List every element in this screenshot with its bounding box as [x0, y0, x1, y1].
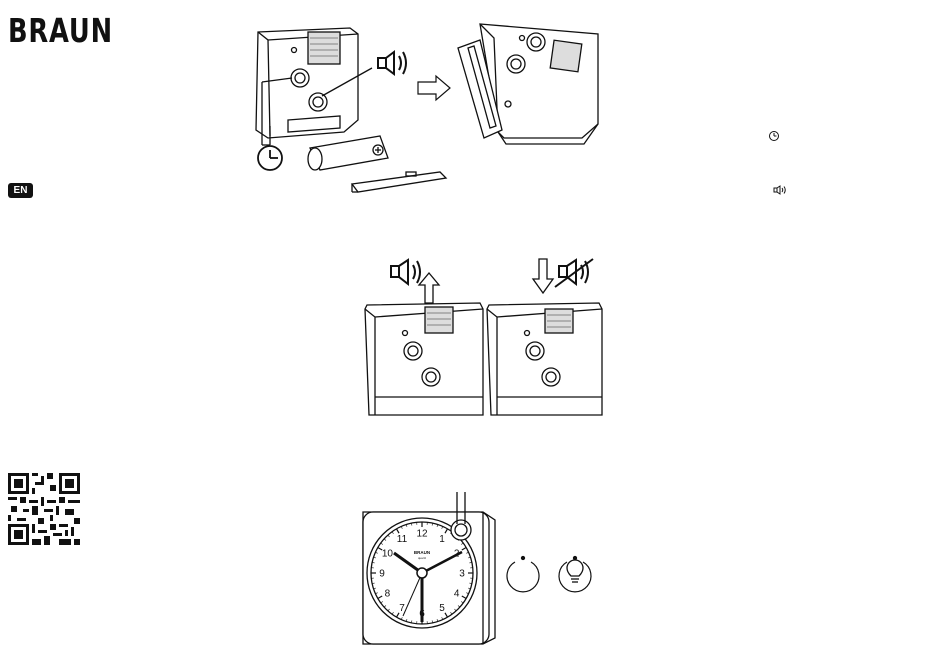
- battery-icon: [308, 136, 388, 170]
- clock-numeral: 4: [454, 589, 460, 600]
- clock-numeral: 10: [382, 549, 394, 560]
- figure-battery-insertion: [240, 20, 620, 200]
- speaker-muted-icon: [555, 259, 593, 287]
- clock-numeral: 1: [439, 534, 445, 545]
- clock-numeral: 12: [416, 529, 428, 540]
- clock-alarm-off: [487, 303, 602, 415]
- qr-code: [8, 473, 80, 545]
- clock-face-subtext: quartz: [418, 556, 427, 560]
- arrow-up-icon: [419, 273, 439, 303]
- clock-open-view: [458, 24, 598, 144]
- clock-numeral: 9: [379, 569, 385, 580]
- clock-back-view: [256, 28, 372, 145]
- speaker-icon: [378, 52, 406, 74]
- clock-icon: [258, 146, 282, 170]
- battery-cover: [352, 172, 446, 192]
- clock-numeral: 8: [385, 589, 391, 600]
- clock-icon-small: [768, 130, 780, 142]
- arrow-down-icon: [533, 259, 553, 293]
- arrow-right-icon: [418, 76, 450, 100]
- clock-numeral: 3: [459, 569, 465, 580]
- clock-alarm-on: [365, 303, 483, 415]
- language-badge: EN: [8, 183, 33, 198]
- speaker-icon-small: [773, 184, 789, 196]
- figure-alarm-switch: [355, 255, 615, 425]
- light-bulb-icon: [559, 557, 591, 592]
- clock-numeral: 11: [397, 534, 408, 545]
- speaker-icon: [391, 260, 420, 284]
- clock-face-brand: BRAUN: [414, 550, 430, 555]
- clock-numeral: 5: [439, 603, 445, 614]
- press-hold-icon: [507, 557, 539, 592]
- braun-logo: BRAUN: [8, 14, 113, 47]
